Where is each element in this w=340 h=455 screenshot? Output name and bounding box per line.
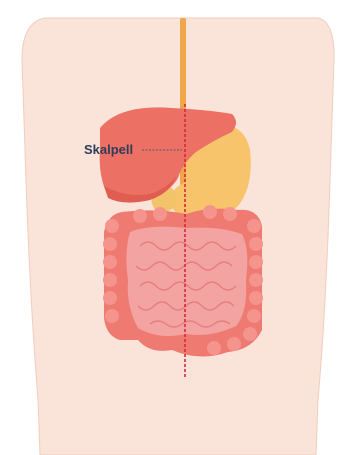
scalpel-label: Skalpell (84, 142, 133, 158)
